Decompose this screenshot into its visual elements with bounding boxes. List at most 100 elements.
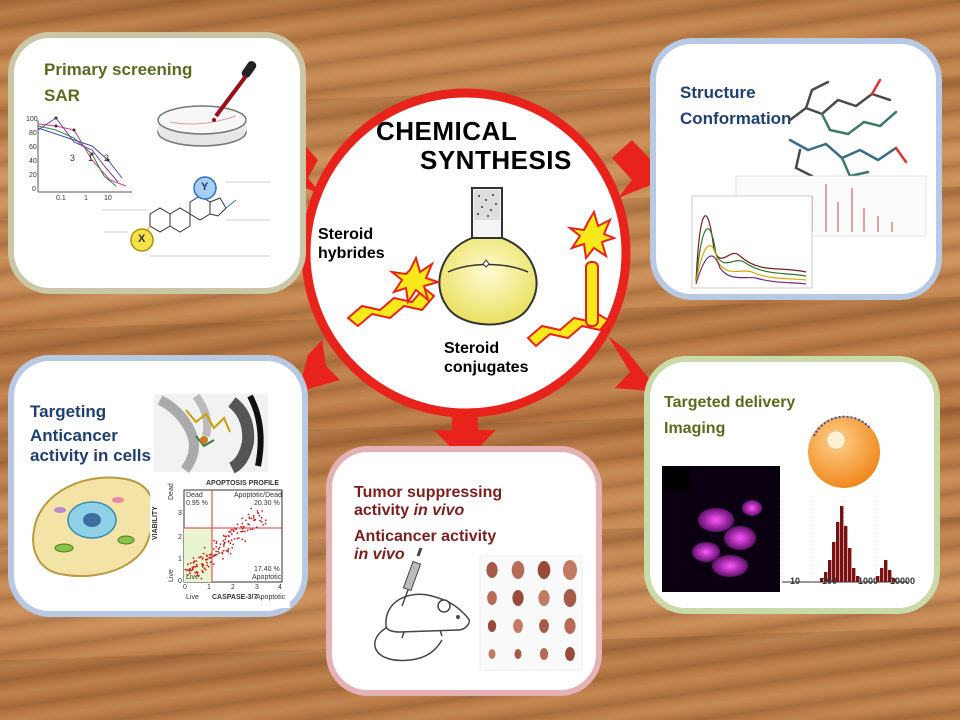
center-title-line1: CHEMICAL bbox=[376, 116, 518, 146]
scatter-point bbox=[215, 546, 218, 548]
cd-spectrum bbox=[695, 215, 807, 285]
protein-docking-image bbox=[154, 393, 268, 474]
tumor-sample bbox=[487, 620, 497, 632]
scatter-point bbox=[241, 517, 244, 520]
scatter-point bbox=[229, 552, 232, 555]
steroid-conjugate-icon bbox=[526, 209, 617, 348]
scatter-point bbox=[250, 507, 253, 510]
dls-x-tick: 10000 bbox=[890, 576, 916, 586]
round-flask-icon bbox=[438, 187, 538, 326]
structure-title-2: Conformation bbox=[680, 109, 792, 128]
tumor-title-1: Tumor suppressing bbox=[354, 484, 503, 501]
primary-title-1: Primary screening bbox=[44, 60, 193, 79]
scatter-point bbox=[250, 517, 253, 520]
scatter-point bbox=[204, 568, 207, 571]
tumor-sample bbox=[563, 589, 577, 607]
profile-title: APOPTOSIS PROFILE bbox=[206, 480, 279, 487]
quadrant-apoptotic-dead-pct: 20.30 % bbox=[254, 500, 280, 507]
scatter-point bbox=[232, 543, 235, 546]
tumor-sample bbox=[488, 649, 496, 659]
scatter-point bbox=[227, 541, 230, 543]
scatter-point bbox=[191, 566, 194, 569]
x-tick: 1 bbox=[207, 584, 211, 591]
scatter-point bbox=[229, 531, 232, 533]
scatter-point bbox=[259, 519, 261, 522]
scatter-point bbox=[196, 573, 199, 576]
tumor-sample bbox=[563, 560, 577, 580]
scatter-point bbox=[207, 565, 210, 568]
tumor-title-4: in vivo bbox=[354, 546, 405, 563]
cell-icon bbox=[32, 476, 155, 578]
x-axis-right: Apoptotic bbox=[256, 594, 286, 601]
dls-bar bbox=[884, 560, 888, 582]
scatter-point bbox=[189, 569, 192, 572]
dls-bar bbox=[836, 522, 840, 582]
scatter-point bbox=[241, 527, 244, 530]
label-steroid-conjugates-1: Steroid bbox=[444, 340, 500, 357]
scatter-point bbox=[265, 519, 267, 522]
dls-bar bbox=[832, 542, 836, 582]
syringe-icon bbox=[401, 547, 423, 607]
dls-bar bbox=[848, 548, 852, 582]
scatter-point bbox=[241, 538, 244, 541]
scatter-point bbox=[201, 558, 204, 560]
scatter-point bbox=[198, 556, 200, 559]
scatter-point bbox=[187, 574, 189, 576]
series-3-line bbox=[37, 127, 123, 179]
scatter-point bbox=[196, 565, 199, 568]
primary-title-2: SAR bbox=[44, 86, 80, 105]
scatter-point bbox=[242, 525, 245, 528]
scatter-point bbox=[203, 567, 206, 570]
scatter-point bbox=[187, 563, 189, 566]
substituent-x-circle bbox=[130, 228, 154, 252]
primary-y-tick: 60 bbox=[29, 144, 37, 151]
scatter-point bbox=[203, 546, 206, 549]
quadrant-apoptotic-pct: 17.40 % bbox=[254, 566, 280, 573]
quadrant-apoptotic-dead-label: Apoptotic/Dead bbox=[234, 492, 282, 499]
tumor-sample bbox=[565, 647, 575, 661]
scatter-point bbox=[212, 548, 215, 550]
label-steroid-conjugates-2: conjugates bbox=[444, 359, 529, 376]
x-axis-label: CASPASE-3/7 bbox=[212, 594, 258, 601]
structure-title-1: Structure bbox=[680, 83, 756, 102]
liposome-icon bbox=[808, 415, 880, 488]
scatter-point bbox=[232, 530, 235, 532]
tumor-sample bbox=[514, 649, 522, 659]
primary-x-tick: 0.1 bbox=[56, 195, 66, 202]
scatter-point bbox=[226, 549, 229, 552]
scatter-point bbox=[247, 513, 250, 516]
dls-bars bbox=[820, 506, 896, 582]
scatter-point bbox=[231, 547, 234, 549]
scatter-point bbox=[251, 528, 254, 530]
scatter-point bbox=[237, 537, 240, 539]
dls-bar bbox=[856, 576, 860, 582]
scatter-point bbox=[215, 540, 218, 543]
scatter-point bbox=[246, 529, 249, 532]
scatter-point bbox=[223, 541, 226, 544]
scatter-point bbox=[233, 538, 236, 540]
scatter-point bbox=[193, 560, 196, 562]
primary-x-tick: 1 bbox=[84, 195, 88, 202]
scatter-point bbox=[204, 558, 207, 561]
scatter-point bbox=[236, 537, 239, 540]
primary-y-tick: 40 bbox=[29, 158, 37, 165]
scatter-point bbox=[215, 542, 218, 545]
apoptosis-plot bbox=[150, 478, 290, 608]
pipette-icon bbox=[212, 61, 257, 122]
quadrant-dead-label: Dead bbox=[186, 492, 203, 499]
tumor-sample bbox=[511, 561, 525, 579]
scatter-point bbox=[258, 514, 261, 517]
scatter-point bbox=[213, 539, 216, 542]
primary-y-tick: 80 bbox=[29, 130, 37, 137]
scatter-point bbox=[202, 571, 204, 574]
scatter-point bbox=[222, 549, 225, 552]
dls-bar bbox=[828, 560, 832, 582]
tumor-sample bbox=[539, 648, 549, 660]
dls-bar bbox=[820, 578, 824, 582]
tumor-sample bbox=[486, 562, 498, 578]
scatter-point bbox=[193, 565, 195, 568]
primary-y-tick: 100 bbox=[26, 116, 38, 123]
x-tick: 3 bbox=[255, 584, 259, 591]
scatter-point bbox=[225, 550, 228, 552]
